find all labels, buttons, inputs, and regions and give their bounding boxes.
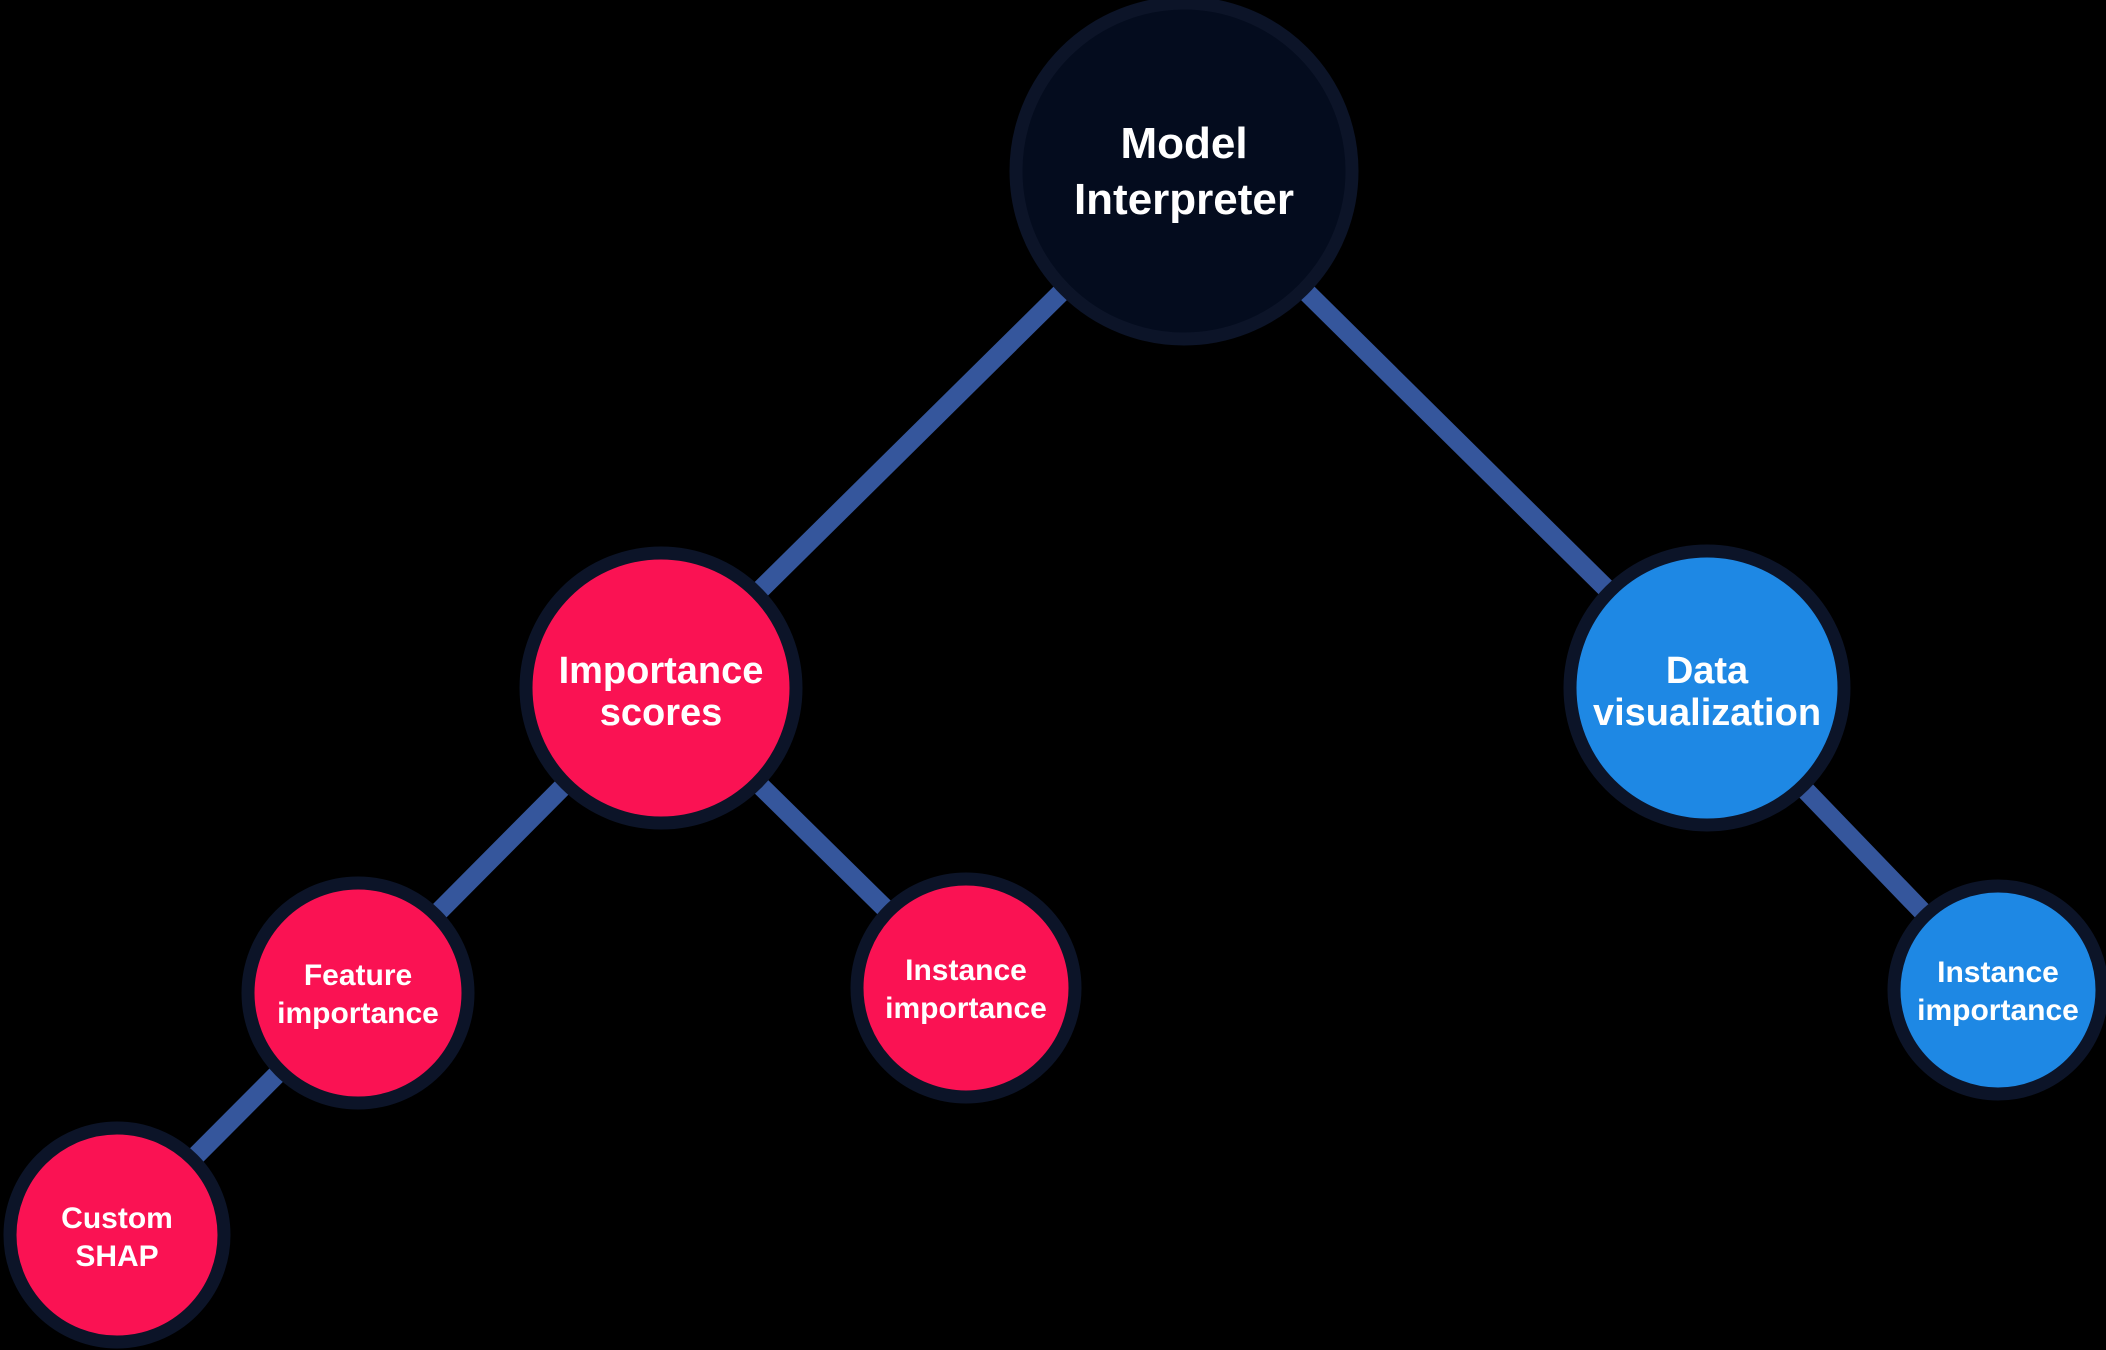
node-instance-importance-scores: Instance importance bbox=[850, 872, 1082, 1104]
node-data-visualization-circle bbox=[1563, 544, 1851, 832]
node-instance-importance-visualization: Instance importance bbox=[1887, 879, 2106, 1101]
node-instance-importance-scores-circle bbox=[850, 872, 1082, 1104]
node-importance-scores: Importance scores bbox=[519, 546, 803, 830]
node-data-visualization-label-line1: Data bbox=[1666, 650, 1749, 692]
node-custom-shap-label-line1: Custom bbox=[61, 1202, 173, 1235]
node-instance-importance-visualization-circle bbox=[1887, 879, 2106, 1101]
node-feature-importance-label-line2: importance bbox=[277, 997, 439, 1030]
node-importance-scores-circle bbox=[519, 546, 803, 830]
node-model-interpreter-label-line1: Model bbox=[1120, 119, 1247, 168]
node-importance-scores-label-line2: scores bbox=[600, 692, 723, 734]
node-model-interpreter-label-line2: Interpreter bbox=[1074, 175, 1294, 224]
node-instance-importance-scores-label-line1: Instance bbox=[905, 954, 1027, 987]
node-feature-importance-label-line1: Feature bbox=[304, 959, 412, 992]
node-data-visualization-label-line2: visualization bbox=[1593, 692, 1821, 734]
node-instance-importance-visualization-label-line1: Instance bbox=[1937, 956, 2059, 989]
node-custom-shap: Custom SHAP bbox=[3, 1121, 231, 1349]
node-instance-importance-visualization-label-line2: importance bbox=[1917, 994, 2079, 1027]
node-custom-shap-circle bbox=[3, 1121, 231, 1349]
node-model-interpreter-circle bbox=[1009, 0, 1359, 346]
node-custom-shap-label-line2: SHAP bbox=[75, 1240, 158, 1273]
node-importance-scores-label-line1: Importance bbox=[559, 650, 764, 692]
node-feature-importance-circle bbox=[241, 876, 475, 1110]
node-instance-importance-scores-label-line2: importance bbox=[885, 992, 1047, 1025]
node-data-visualization: Data visualization bbox=[1563, 544, 1851, 832]
node-model-interpreter: Model Interpreter bbox=[1009, 0, 1359, 346]
node-feature-importance: Feature importance bbox=[241, 876, 475, 1110]
